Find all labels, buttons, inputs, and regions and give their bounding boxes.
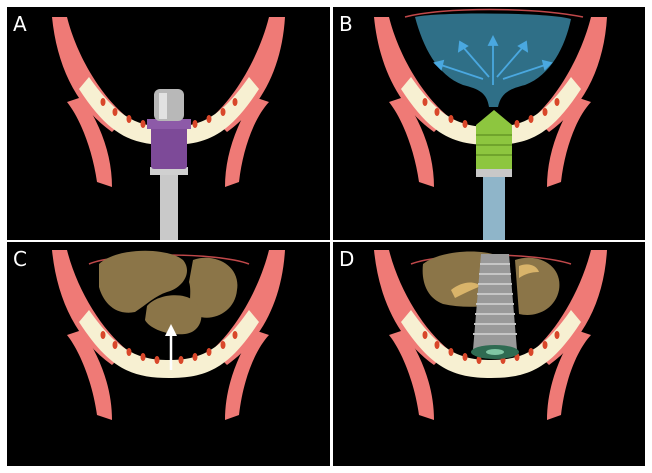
panel-d: D (333, 242, 645, 466)
vertical-divider (330, 7, 333, 466)
panel-c-label: C (13, 247, 27, 271)
panel-b-label: B (339, 12, 353, 36)
panel-d-label: D (339, 247, 354, 271)
horizontal-divider (7, 240, 645, 242)
panel-b: B (333, 7, 645, 240)
panel-c: C (7, 242, 330, 466)
panel-a: A (7, 7, 330, 240)
panel-a-label: A (13, 12, 27, 36)
